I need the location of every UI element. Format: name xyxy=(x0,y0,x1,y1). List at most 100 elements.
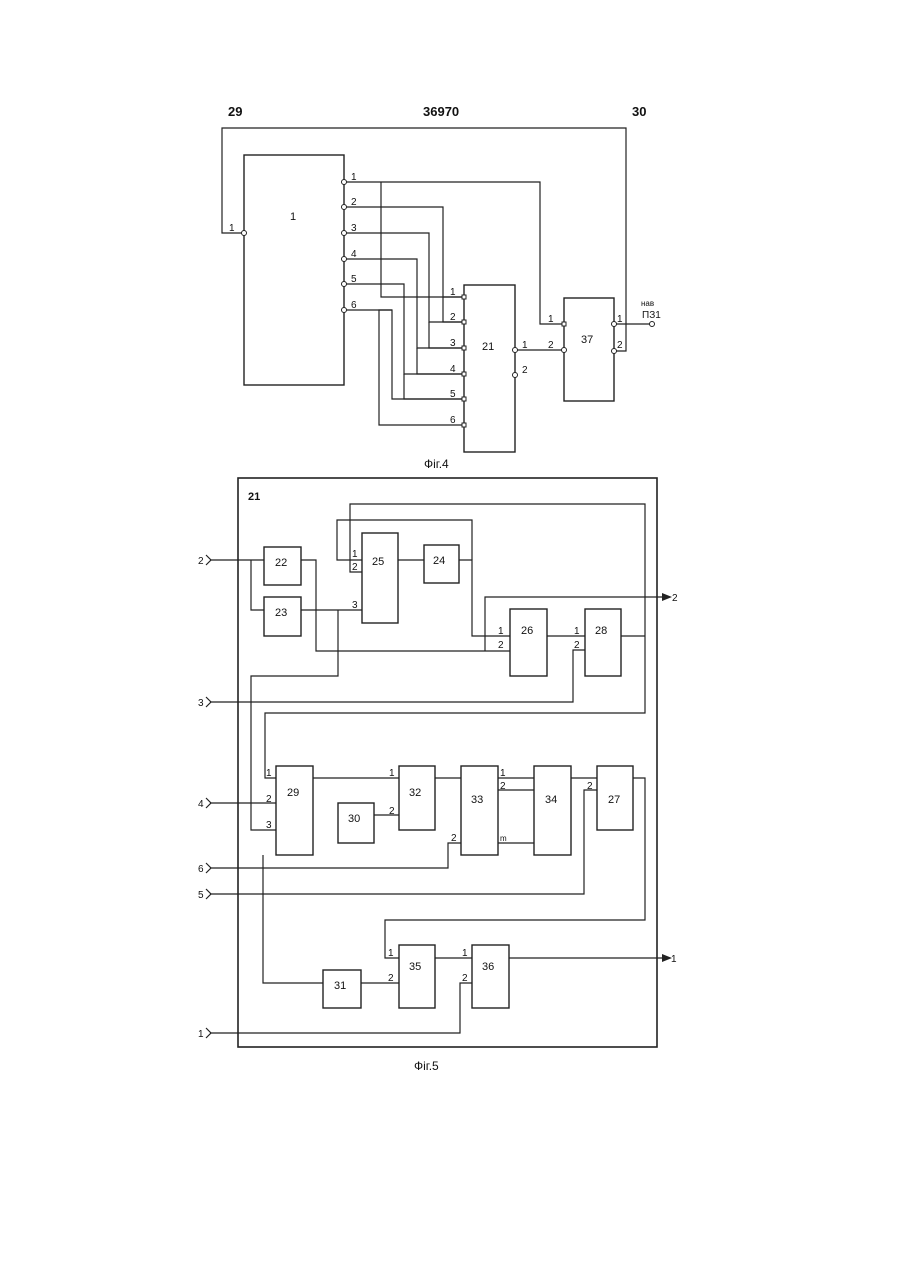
in1-arrow xyxy=(206,1028,211,1038)
fig4-block-21-out-pin-1 xyxy=(513,348,518,353)
fig4-block-1-pin-6 xyxy=(342,308,347,313)
output-label-2: 2 xyxy=(672,593,678,604)
fig4-in21-label-3: 3 xyxy=(450,338,456,349)
block-35 xyxy=(399,945,435,1008)
fig4-block-1-input-pin xyxy=(242,231,247,236)
fig4-block-1-label: 1 xyxy=(290,211,296,223)
input-label-2: 2 xyxy=(198,556,204,567)
fig4-out-label-2: 2 xyxy=(351,197,357,208)
fig4-wire-1-branch xyxy=(381,182,464,297)
fig5-frame-label: 21 xyxy=(248,491,260,503)
block-26-label: 26 xyxy=(521,625,533,637)
fig4-in21-label-2: 2 xyxy=(450,312,456,323)
fig4-ext-label-top: нав xyxy=(641,299,654,308)
fig4-wire-4b xyxy=(417,348,464,374)
block-25-label: 25 xyxy=(372,556,384,568)
pin-32-2: 2 xyxy=(389,806,395,817)
block-27-label: 27 xyxy=(608,794,620,806)
fig4-block-21-pin-2 xyxy=(462,320,466,324)
block-23-label: 23 xyxy=(275,607,287,619)
fig4-block-37-out-pin-2 xyxy=(612,349,617,354)
pin-33-2: 2 xyxy=(451,833,457,844)
pin-36-1: 1 xyxy=(462,948,468,959)
block-24-label: 24 xyxy=(433,555,445,567)
pin-33-m: m xyxy=(500,834,507,843)
block-28 xyxy=(585,609,621,676)
in2-arrow xyxy=(206,555,211,565)
fig4-in21-label-4: 4 xyxy=(450,364,456,375)
fig4-block-37-out-pin-1 xyxy=(612,322,617,327)
pin-32-1: 1 xyxy=(389,768,395,779)
fig4-caption: Фіг.4 xyxy=(424,457,449,471)
block-34-label: 34 xyxy=(545,794,557,806)
fig4-block-37-in-pin-2 xyxy=(562,348,567,353)
input-label-1: 1 xyxy=(198,1029,204,1040)
wire-29-to-31 xyxy=(263,855,323,983)
fig5-caption: Фіг.5 xyxy=(414,1059,439,1073)
pin-25-2: 2 xyxy=(352,562,358,573)
fig4-block-37-label: 37 xyxy=(581,334,593,346)
wire-22-out xyxy=(301,560,510,651)
fig4-block-1-pin-1 xyxy=(342,180,347,185)
pin-35-1: 1 xyxy=(388,948,394,959)
fig4-ext-label: ПЗ1 xyxy=(642,310,661,321)
block-22-label: 22 xyxy=(275,557,287,569)
pin-27-2: 2 xyxy=(587,781,593,792)
fig4-out21-label-2: 2 xyxy=(522,365,528,376)
fig4-block-21-pin-6 xyxy=(462,423,466,427)
pin-33-out2: 2 xyxy=(500,781,506,792)
fig4-ext-output-pin xyxy=(650,322,655,327)
wire-in2-to-23 xyxy=(251,560,264,610)
fig4-block-21-pin-3 xyxy=(462,346,466,350)
fig4-block-21-out-pin-2 xyxy=(513,373,518,378)
fig4-block-1-pin-5 xyxy=(342,282,347,287)
fig4-out37-label-1: 1 xyxy=(617,314,623,325)
fig4-block-21-pin-1 xyxy=(462,295,466,299)
block-32-label: 32 xyxy=(409,787,421,799)
fig4-block-1 xyxy=(244,155,344,385)
pin-25-1: 1 xyxy=(352,549,358,560)
pin-33-1: 1 xyxy=(500,768,506,779)
fig4-diagram: 1 21 37 1 xyxy=(222,128,661,471)
in6-arrow xyxy=(206,863,211,873)
pin-35-2: 2 xyxy=(388,973,394,984)
block-35-label: 35 xyxy=(409,961,421,973)
fig4-block-1-pin-4 xyxy=(342,257,347,262)
fig4-block-1-pin-2 xyxy=(342,205,347,210)
block-36 xyxy=(472,945,509,1008)
fig4-out-label-6: 6 xyxy=(351,300,357,311)
fig4-block-21-pin-5 xyxy=(462,397,466,401)
pin-29-2: 2 xyxy=(266,794,272,805)
in4-arrow xyxy=(206,798,211,808)
fig4-in21-label-5: 5 xyxy=(450,389,456,400)
fig4-out21-label-1: 1 xyxy=(522,340,528,351)
fig5-diagram: 21 22 23 25 24 26 28 29 30 32 33 34 27 3… xyxy=(198,478,678,1073)
input-label-3: 3 xyxy=(198,698,204,709)
fig4-block-21 xyxy=(464,285,515,452)
pin-26-2: 2 xyxy=(498,640,504,651)
output-label-1: 1 xyxy=(671,954,677,965)
block-25 xyxy=(362,533,398,623)
block-26 xyxy=(510,609,547,676)
pin-28-2: 2 xyxy=(574,640,580,651)
fig4-block-37 xyxy=(564,298,614,401)
block-34 xyxy=(534,766,571,855)
block-31-label: 31 xyxy=(334,980,346,992)
pin-29-3: 3 xyxy=(266,820,272,831)
pin-25-3: 3 xyxy=(352,600,358,611)
fig4-wire-1 xyxy=(344,182,564,324)
fig4-out-label-4: 4 xyxy=(351,249,357,260)
fig4-block-37-in-pin-1 xyxy=(562,322,566,326)
wire-in6 xyxy=(210,843,461,868)
fig4-out-label-3: 3 xyxy=(351,223,357,234)
pin-36-2: 2 xyxy=(462,973,468,984)
pin-29-1: 1 xyxy=(266,768,272,779)
in5-arrow xyxy=(206,889,211,899)
fig4-block-1-pin-3 xyxy=(342,231,347,236)
fig4-in21-label-6: 6 xyxy=(450,415,456,426)
fig4-block-21-label: 21 xyxy=(482,341,494,353)
input-label-4: 4 xyxy=(198,799,204,810)
block-30-label: 30 xyxy=(348,813,360,825)
pin-26-1: 1 xyxy=(498,626,504,637)
